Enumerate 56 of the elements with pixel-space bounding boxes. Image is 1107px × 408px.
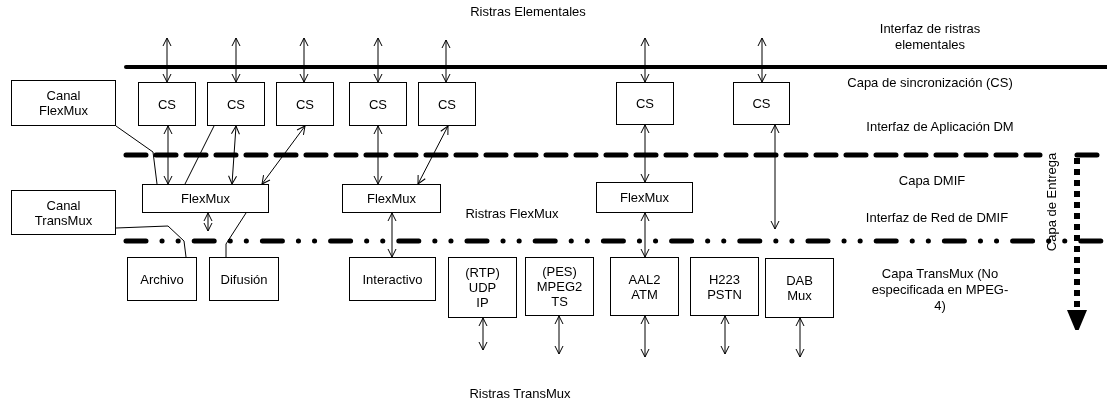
layer-label: Capa TransMux (No especificada en MPEG-4) [870,266,1010,314]
arrow [203,212,213,232]
arrow [162,37,172,83]
arrow [373,37,383,83]
process-box: CS [418,82,476,126]
process-box: DAB Mux [765,258,834,318]
process-box: CS [349,82,407,126]
process-box: (RTP) UDP IP [448,257,517,318]
process-box: CS [138,82,196,126]
process-box: FlexMux [596,182,693,213]
arrow [417,125,449,185]
arrow [795,317,805,358]
layer-label: Ristras Elementales [470,4,586,20]
arrow [261,125,306,185]
callout-box: Canal FlexMux [11,80,116,126]
layer-label: Capa de Entrega [1044,152,1060,252]
arrow [640,124,650,183]
arrow [299,37,309,83]
layer-label: Interfaz de ristras elementales [878,21,982,53]
layer-label: Interfaz de Aplicación DM [866,119,1014,135]
process-box: Difusión [209,257,279,301]
process-box: FlexMux [142,184,269,213]
arrow [478,317,488,351]
arrow [441,39,451,83]
arrow [554,315,564,355]
arrow [387,212,397,258]
layer-label: Ristras FlexMux [465,206,559,222]
process-box: CS [207,82,265,126]
layer-label: Capa DMIF [898,173,966,189]
arrow [231,37,241,83]
arrow [640,315,650,358]
process-box: CS [733,82,790,125]
process-box: Interactivo [349,257,436,301]
process-box: CS [616,82,674,125]
arrow [720,315,730,355]
arrow [640,212,650,258]
process-box: (PES) MPEG2 TS [525,257,594,316]
layer-label: Interfaz de Red de DMIF [865,210,1009,226]
arrow [228,125,240,185]
process-box: H223 PSTN [690,257,759,316]
arrow [640,37,650,83]
leader-line [115,225,187,258]
arrow [373,125,383,185]
arrow [770,124,780,230]
layer-label: Ristras TransMux [469,386,571,402]
process-box: Archivo [127,257,197,301]
process-box: CS [276,82,334,126]
layer-label: Capa de sincronización (CS) [847,75,1013,91]
callout-box: Canal TransMux [11,190,116,235]
arrow [757,37,767,83]
leader-line [115,125,158,185]
process-box: FlexMux [342,184,441,213]
connector-line [184,125,215,185]
process-box: AAL2 ATM [610,257,679,316]
connector-line [225,212,247,258]
arrow [163,125,173,185]
